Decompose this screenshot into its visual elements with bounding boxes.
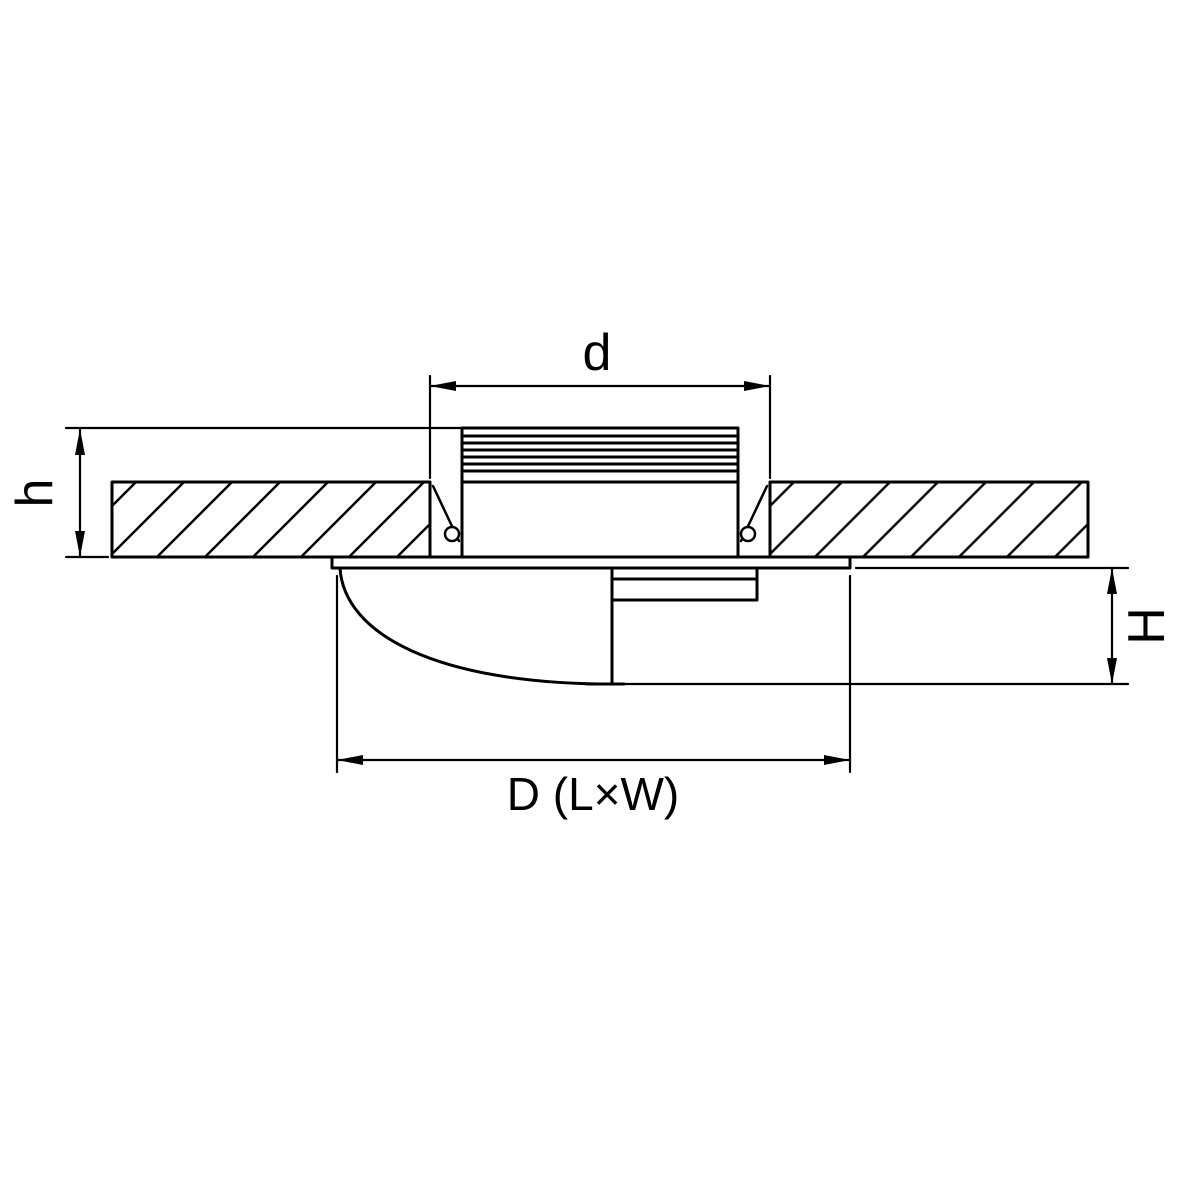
dimension-H-extension-lines <box>620 566 1130 686</box>
arrow-h-bottom <box>75 531 85 557</box>
dimension-arrowheads <box>75 381 1117 765</box>
lamp-body-sides <box>460 480 740 559</box>
label-dimension-H: H <box>1118 607 1176 645</box>
spring-clip-right-loop <box>739 525 757 543</box>
diffuser-dome-profile <box>338 566 626 686</box>
spring-clip-left <box>431 484 461 543</box>
label-dimension-D: D (L×W) <box>507 768 680 820</box>
label-dimension-h: h <box>6 479 64 508</box>
dimension-D-extension-lines <box>335 574 852 774</box>
ceiling-slab-left <box>110 480 432 559</box>
hatch-lines-right <box>768 480 1090 559</box>
dimension-H-lines <box>620 566 1130 686</box>
arrow-h-top <box>75 429 85 455</box>
ceiling-slab-right <box>768 480 1090 559</box>
dimension-labels: d h H D (L×W) <box>6 324 1176 820</box>
arrow-H-bottom <box>1107 658 1117 684</box>
housing-step-section <box>610 566 759 602</box>
ceiling-section-right <box>768 480 1090 559</box>
heatsink-body <box>460 426 740 559</box>
arrow-D-right <box>824 755 850 765</box>
dimension-D-lines <box>335 574 852 774</box>
heatsink-outline <box>460 426 740 484</box>
arrow-D-left <box>337 755 363 765</box>
spring-clip-left-loop <box>443 525 461 543</box>
ceiling-section-left <box>110 480 432 559</box>
arrow-H-top <box>1107 568 1117 594</box>
fixture-section-view <box>110 426 1090 686</box>
label-dimension-d: d <box>583 324 612 382</box>
hatch-lines-left <box>110 480 432 559</box>
spring-clip-right <box>739 484 769 543</box>
trim-ring <box>330 555 852 570</box>
dimension-h-extension-lines <box>64 426 464 559</box>
arrow-d-right <box>744 381 770 391</box>
heatsink-fin-lines <box>460 434 740 473</box>
dimension-lines <box>64 374 1130 774</box>
arrow-d-left <box>430 381 456 391</box>
